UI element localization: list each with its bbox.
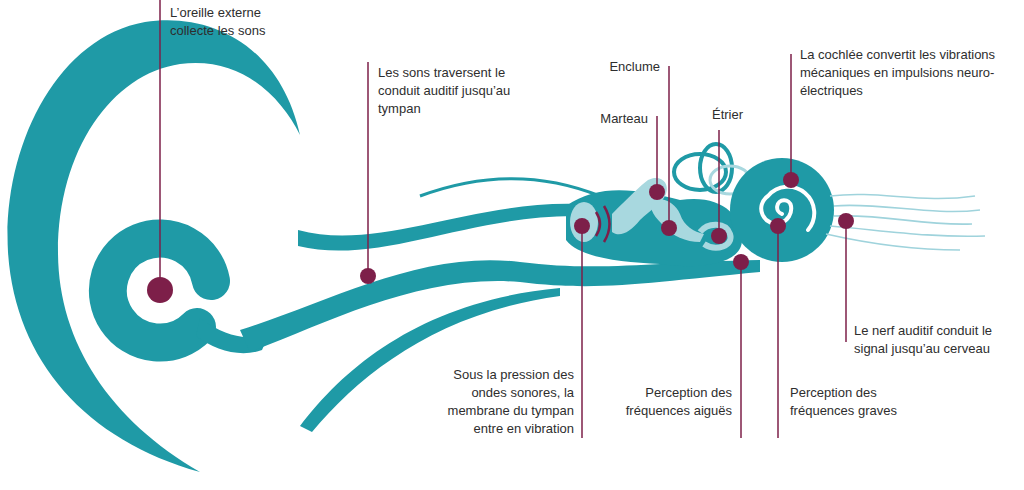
leader-line <box>668 66 670 228</box>
callout-dot <box>838 213 854 229</box>
leader-lines <box>160 0 846 438</box>
callout-label: Perception des fréquences aiguës <box>616 384 732 420</box>
callout-label: Étrier <box>712 106 772 124</box>
leader-line <box>656 116 658 192</box>
callout-label: Le nerf auditif conduit le signal jusqu’… <box>854 322 1018 358</box>
callout-dot <box>661 220 677 236</box>
canal-upper <box>298 204 580 251</box>
eardrum <box>570 202 598 242</box>
cochlea <box>730 158 834 262</box>
vibration-mark <box>596 212 600 236</box>
cochlea-spiral <box>761 187 814 230</box>
nerve-fiber <box>830 226 985 236</box>
nerve-fiber <box>830 194 975 198</box>
leader-line <box>777 226 779 438</box>
semicircular-canal <box>700 144 732 192</box>
stirrup-bone <box>700 225 731 248</box>
leader-line <box>718 130 720 236</box>
callout-label: L’oreille externe collecte les sons <box>170 4 305 40</box>
callout-dot <box>147 277 173 303</box>
middle-ear <box>566 190 742 266</box>
callout-dot <box>711 228 727 244</box>
callout-dot <box>783 172 799 188</box>
auditory-nerve <box>826 194 985 250</box>
callout-label: Marteau <box>578 110 648 128</box>
callout-dot <box>733 254 749 270</box>
outer-ear <box>8 20 300 472</box>
callout-dot <box>360 268 376 284</box>
leader-line <box>367 62 369 276</box>
callout-label: La cochlée convertit les vibrations méca… <box>800 46 1012 100</box>
leader-line <box>790 54 792 180</box>
leader-line <box>845 221 847 342</box>
callout-dots <box>147 172 854 303</box>
callout-label: Enclume <box>590 58 660 76</box>
nerve-fiber <box>834 216 972 224</box>
callout-label: Perception des fréquences graves <box>790 384 908 420</box>
leader-line <box>159 0 161 290</box>
callout-dot <box>574 218 590 234</box>
nerve-fiber <box>834 205 980 211</box>
leader-line <box>581 226 583 438</box>
canal-line <box>420 179 600 196</box>
leader-line <box>740 262 742 438</box>
vibration-mark <box>604 206 610 242</box>
callout-label: Sous la pression des ondes sonores, la m… <box>424 366 574 438</box>
callout-label: Les sons traversent le conduit auditif j… <box>378 64 513 118</box>
anvil-bone <box>651 199 704 242</box>
callout-dot <box>770 218 786 234</box>
callout-dot <box>649 184 665 200</box>
